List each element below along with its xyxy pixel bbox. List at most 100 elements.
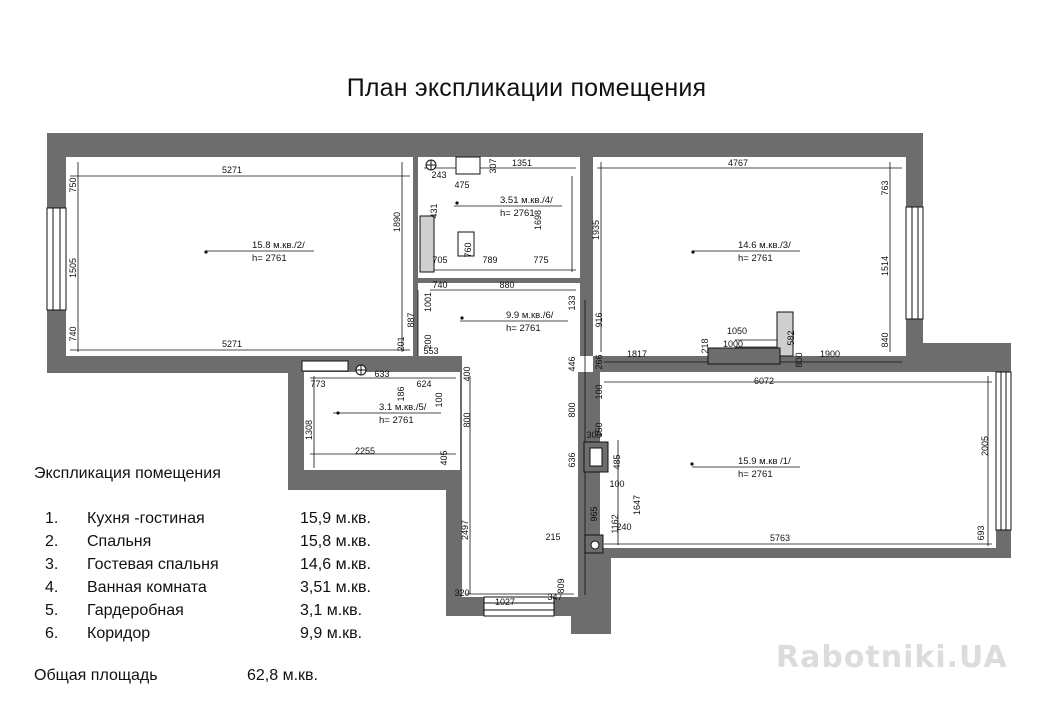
- dimension-label: 200: [423, 334, 433, 349]
- legend-item-num: 2.: [45, 533, 59, 550]
- legend-item-num: 4.: [45, 579, 59, 596]
- window-guest-bedroom: [905, 206, 924, 320]
- dimension-label: 100: [594, 384, 604, 399]
- dimension-label: 446: [567, 356, 577, 371]
- dimension-label: 347: [547, 592, 562, 602]
- dimension-label: 1027: [495, 597, 515, 607]
- dimension-label: 1817: [627, 349, 647, 359]
- dimension-label: 1308: [304, 420, 314, 440]
- walls: [47, 133, 1011, 634]
- dimension-label: 485: [612, 454, 622, 469]
- dimension-label: 215: [545, 532, 560, 542]
- legend-item-area: 15,8 м.кв.: [300, 533, 371, 550]
- dimension-label: 218: [700, 338, 710, 353]
- dimension-label: 307: [488, 158, 498, 173]
- dimension-label: 633: [374, 369, 389, 379]
- dimension-label: 1890: [392, 212, 402, 232]
- dimension-label: 1935: [591, 220, 601, 240]
- legend-item-name: Гостевая спальня: [87, 556, 219, 573]
- outer-wall: [47, 133, 1011, 634]
- dimension-label: 1351: [512, 158, 532, 168]
- dimension-label: 5271: [222, 165, 242, 175]
- legend-item-area: 9,9 м.кв.: [300, 625, 363, 642]
- dimension-label: 1001: [423, 292, 433, 312]
- plan-title: План экспликации помещения: [346, 74, 707, 102]
- legend-item-name: Спальня: [87, 533, 152, 550]
- legend-item-area: 3,51 м.кв.: [300, 579, 371, 596]
- dimension-label: 693: [976, 525, 986, 540]
- dimension-label: 266: [594, 354, 604, 369]
- legend-item-num: 5.: [45, 602, 59, 619]
- dimension-labels: 5271 750 1505 740 5271 1890 1351 307 243 475 431 76…: [68, 158, 990, 607]
- dimension-label: 201: [396, 336, 406, 351]
- total-area-value: 62,8 м.кв.: [247, 667, 318, 684]
- wall-niche: [707, 347, 781, 365]
- fixtures: [301, 156, 794, 554]
- dimension-label: 2497: [460, 520, 470, 540]
- dimension-label: 582: [786, 330, 796, 345]
- dimension-label: 624: [416, 379, 431, 389]
- dimension-label: 840: [880, 332, 890, 347]
- dimension-label: 1647: [632, 495, 642, 515]
- room-area-label: 3.51 м.кв./4/: [500, 195, 553, 206]
- dimension-label: 100: [609, 479, 624, 489]
- legend-item-name: Кухня -гостиная: [87, 510, 205, 527]
- dimension-lines: [70, 162, 992, 595]
- dimension-label: 887: [406, 312, 416, 327]
- dimension-label: 1000: [723, 339, 743, 349]
- room-height-label: h= 2761: [379, 415, 414, 426]
- sink-fixture: [457, 231, 475, 257]
- dimension-label: 133: [567, 295, 577, 310]
- dimension-label: 1505: [68, 258, 78, 278]
- dimension-label: 1162: [610, 514, 620, 533]
- dimension-label: 1900: [820, 349, 840, 359]
- dimension-label: 475: [454, 180, 469, 190]
- dimension-label: 5271: [222, 339, 242, 349]
- dimension-label: 750: [68, 177, 78, 192]
- watermark-logo: Rabotniki.UA: [776, 640, 1008, 675]
- door-entry: [483, 596, 555, 617]
- dimension-label: 186: [396, 386, 406, 401]
- dimension-label: 1698: [533, 210, 543, 230]
- dimension-label: 760: [463, 242, 473, 257]
- dimension-label: 1050: [727, 326, 747, 336]
- bath-fixture: [455, 156, 481, 175]
- dimension-label: 916: [594, 312, 604, 327]
- room-area-label: 9.9 м.кв./6/: [506, 310, 554, 321]
- legend-item-num: 6.: [45, 625, 59, 642]
- room-height-label: h= 2761: [506, 323, 541, 334]
- dimension-label: 431: [429, 203, 439, 218]
- legend-item-num: 3.: [45, 556, 59, 573]
- radiator: [776, 311, 794, 357]
- window-kitchen: [995, 371, 1012, 531]
- dimension-label: 800: [462, 412, 472, 427]
- room-area-label: 3.1 м.кв./5/: [379, 402, 427, 413]
- dimension-label: 400: [462, 366, 472, 381]
- dimension-label: 2255: [355, 446, 375, 456]
- legend-title: Экспликация помещения: [34, 465, 221, 482]
- dimension-label: 800: [794, 352, 804, 367]
- dimension-label: 243: [431, 170, 446, 180]
- dimension-label: 809: [556, 578, 566, 593]
- room-area-label: 15.9 м.кв /1/: [738, 456, 791, 467]
- dimension-label: 965: [589, 506, 599, 521]
- dimension-label: 763: [880, 180, 890, 195]
- vent-icon: [590, 540, 600, 550]
- legend-item-name: Гардеробная: [87, 602, 184, 619]
- dimension-label: 320: [454, 588, 469, 598]
- room-height-label: h= 2761: [738, 253, 773, 264]
- legend-item-name: Коридор: [87, 625, 151, 642]
- dimension-label: 405: [439, 450, 449, 465]
- dimension-label: 309: [586, 430, 601, 440]
- room-height-label: h= 2761: [252, 253, 287, 264]
- shower-fixture: [419, 215, 435, 273]
- dimension-label: 773: [310, 379, 325, 389]
- dimension-label: 150: [594, 422, 604, 437]
- legend-item-area: 15,9 м.кв.: [300, 510, 371, 527]
- dimension-label: 2005: [980, 436, 990, 456]
- dimension-label: 740: [68, 326, 78, 341]
- legend-item-name: Ванная комната: [87, 579, 207, 596]
- room-height-label: h= 2761: [500, 208, 535, 219]
